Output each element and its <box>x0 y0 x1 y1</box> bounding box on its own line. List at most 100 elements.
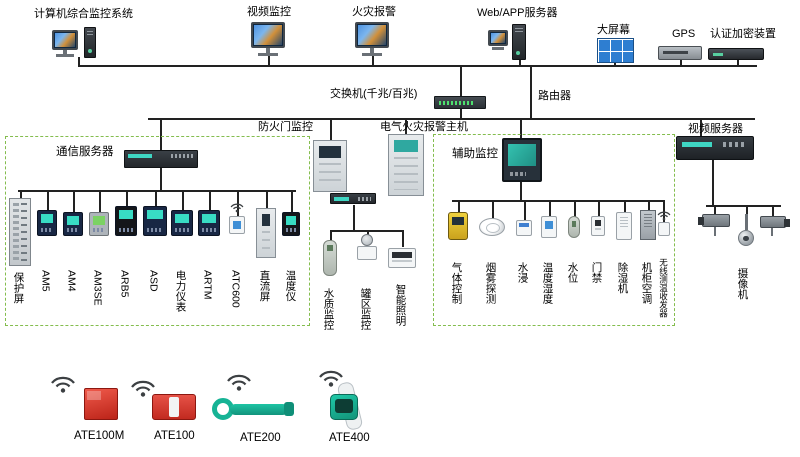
gps-icon <box>658 46 702 60</box>
connector-line <box>78 57 80 66</box>
monitor-base <box>258 53 278 56</box>
label-artm: ARTM <box>201 270 214 300</box>
label-dehumidifier: 除湿机 <box>616 262 629 294</box>
device-icon-atc600 <box>229 216 245 234</box>
computer-monitor-icon <box>52 30 78 50</box>
device-icon-am3se <box>89 212 109 236</box>
label-water-level: 水位 <box>566 262 579 283</box>
smoke-detector-icon <box>479 218 505 236</box>
cabinet-ac-icon <box>640 210 656 240</box>
monitor-stand <box>63 50 67 54</box>
connector-line <box>680 60 682 66</box>
label-aux-monitoring: 辅助监控 <box>452 148 498 160</box>
device-icon-temperature-meter <box>282 212 300 236</box>
wifi-icon <box>130 378 156 398</box>
tank-transmitter-icon <box>357 246 377 260</box>
access-control-icon <box>591 216 605 236</box>
video-server-icon <box>676 136 754 160</box>
ate100m-device-icon <box>84 388 118 420</box>
computer-tower-icon <box>84 27 96 58</box>
monitor-base <box>362 53 382 56</box>
label-protection-panel: 保护屏 <box>12 272 25 304</box>
label-ate200: ATE200 <box>240 432 281 444</box>
device-icon-am5 <box>37 210 57 236</box>
label-tank-monitoring: 罐区监控 <box>359 288 372 330</box>
monitor-stand <box>266 48 270 53</box>
ate200-clamp-tip <box>284 402 294 416</box>
connector-line <box>458 200 460 214</box>
label-comm-server: 通信服务器 <box>56 146 114 158</box>
connector-line <box>574 200 576 217</box>
tank-gauge-icon <box>361 234 373 246</box>
label-integrated-monitoring: 计算机综合监控系统 <box>34 8 133 20</box>
switch-icon <box>434 96 486 109</box>
connector-line <box>268 56 270 66</box>
label-video-monitoring: 视频监控 <box>247 6 291 18</box>
box-camera-icon <box>698 214 730 227</box>
connector-line <box>291 190 293 214</box>
camera-mount <box>771 228 773 236</box>
device-icon-power-meter <box>171 210 193 236</box>
connector-line <box>598 200 600 217</box>
ate200-device-icon <box>230 404 288 415</box>
video-monitor-icon <box>251 22 285 48</box>
aux-monitoring-group-box <box>433 134 675 326</box>
connector-line <box>209 190 211 212</box>
ate100-device-icon <box>152 394 196 420</box>
water-level-sensor-icon <box>568 216 580 238</box>
label-big-screen: 大屏幕 <box>597 24 630 36</box>
label-temp-humidity: 温度湿度 <box>541 262 554 304</box>
gas-control-icon <box>448 212 468 240</box>
label-cabinet-ac: 机柜空调 <box>640 262 653 304</box>
label-am4: AM4 <box>65 270 78 292</box>
connector-line <box>73 190 75 214</box>
wifi-icon <box>50 374 76 394</box>
water-leak-sensor-icon <box>516 220 532 236</box>
camera-mount <box>714 227 716 236</box>
dome-camera-icon <box>738 230 754 246</box>
label-water-leak: 水浸 <box>516 262 529 283</box>
connector-line <box>402 230 404 247</box>
label-gps: GPS <box>672 28 696 40</box>
label-am5: AM5 <box>39 270 52 292</box>
encryption-device-icon <box>708 48 764 60</box>
connector-line <box>460 66 462 96</box>
smart-lighting-panel-icon <box>388 248 416 268</box>
connector-line <box>530 66 532 119</box>
comm-server-icon <box>124 150 198 168</box>
label-electrical-fire-host: 电气火灾报警主机 <box>380 121 468 133</box>
label-ate400: ATE400 <box>329 432 370 444</box>
connector-line <box>492 200 494 219</box>
label-smoke-detection: 烟雾探测 <box>484 262 497 304</box>
connector-line <box>18 190 296 192</box>
connector-line <box>78 65 757 67</box>
device-icon-asd <box>143 206 167 236</box>
connector-line <box>663 200 665 223</box>
wifi-icon <box>230 200 244 213</box>
connector-line <box>155 190 157 208</box>
connector-line <box>624 200 626 213</box>
connector-line <box>353 205 355 230</box>
connector-line <box>126 190 128 208</box>
connector-line <box>405 119 407 135</box>
connector-line <box>520 119 522 139</box>
connector-line <box>237 190 239 217</box>
label-web-app-server: Web/APP服务器 <box>477 7 558 19</box>
water-quality-sensor-icon <box>323 240 337 276</box>
connector-line <box>712 160 714 205</box>
connector-line <box>99 190 101 214</box>
connector-line <box>648 200 650 211</box>
connector-line <box>20 190 22 198</box>
connector-line <box>700 119 702 137</box>
connector-line <box>372 56 374 66</box>
aux-monitoring-hmi-icon <box>502 138 542 182</box>
connector-line <box>549 200 551 217</box>
connector-line <box>706 205 781 207</box>
ate400-device-icon <box>330 394 358 420</box>
monitor-base <box>492 47 504 50</box>
wireless-temp-transceiver-icon <box>658 222 670 236</box>
electrical-fire-host-cabinet-icon <box>388 134 424 196</box>
label-fire-door-monitoring: 防火门监控 <box>258 121 313 133</box>
wifi-icon <box>226 372 252 392</box>
